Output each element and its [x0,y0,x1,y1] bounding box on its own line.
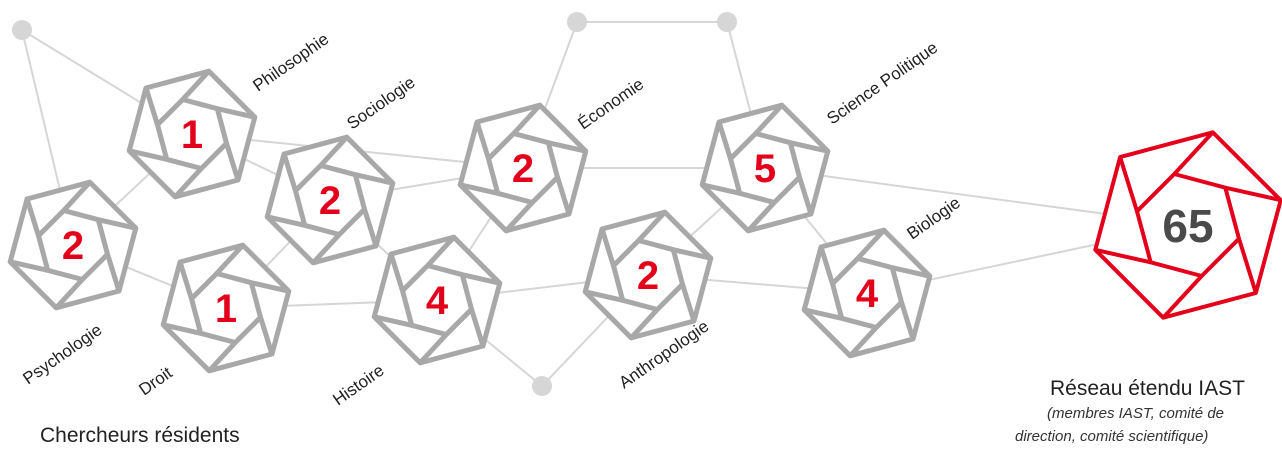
node-anthro-edge [636,210,667,243]
node-anthro-edge [599,228,616,267]
network-title: Réseau étendu IAST [1050,377,1245,400]
node-histoire-edge [469,308,486,347]
node-sciencepo-edge [753,103,784,136]
node-sciencepo-edge [716,121,733,160]
node-philo [126,68,258,200]
node-droit-edge [214,243,245,276]
node-economie-edge [511,103,542,136]
node-biologie-edge [899,301,916,340]
node-philo-edge [173,166,204,199]
network-count: 65 [1162,200,1213,252]
count-histoire: 4 [426,279,449,323]
network-subtitle-line1: (membres IAST, comité de [1047,405,1224,422]
label-philo: Philosophie [249,29,332,95]
node-economie-edge [555,176,572,215]
node-philo-edge [143,87,160,126]
network-dot-t2 [717,12,737,32]
network-dots [12,12,737,396]
node-anthro [582,209,714,341]
node-sciencepo [699,102,831,234]
node-psycho-edge [54,277,85,310]
node-economie-edge [504,200,535,233]
node-psycho-edge [24,198,41,237]
node-philo-edge [224,142,241,181]
network-polytope-edge [1224,185,1282,203]
node-sciencepo-edge [789,140,829,154]
node-philo-edge [128,148,168,162]
network-polytope-edge [1094,247,1152,265]
node-socio-edge [354,172,394,186]
label-droit: Droit [135,363,176,399]
node-philo-edge [180,69,211,102]
node-socio-edge [318,135,349,168]
node-psycho-edge [105,253,122,292]
node-psycho-edge [97,217,137,231]
count-socio: 2 [319,179,341,223]
count-psycho: 2 [62,224,84,268]
node-sciencepo-edge [746,200,777,233]
node-psycho [7,179,139,311]
node-socio-edge [311,232,342,265]
node-socio-edge [362,208,379,247]
node-histoire-edge [418,332,449,365]
node-psycho-edge [9,259,49,273]
node-psycho-edge [61,180,92,213]
node-sciencepo-edge [701,182,741,196]
node-economie-edge [547,140,587,154]
network-polytope-edge [1118,156,1139,212]
count-sciencepo: 5 [754,147,776,191]
network-dot-b [532,376,552,396]
label-sciencepo: Science Politique [823,38,941,128]
network-polytope-edge [1161,274,1204,320]
node-biologie-edge [848,325,879,358]
count-biologie: 4 [856,272,879,316]
network-dot-tl [12,20,32,40]
count-philo: 1 [181,113,203,157]
node-histoire-edge [388,253,405,292]
node-biologie-edge [818,246,835,285]
label-socio: Sociologie [343,73,418,134]
network-dot-t1 [567,12,587,32]
label-psycho: Psychologie [19,320,105,388]
node-histoire-edge [461,272,501,286]
node-droit-edge [162,322,202,336]
residents-caption: Chercheurs résidents [40,424,240,447]
discipline-nodes: 1 2 2 1 4 2 2 5 4 65 [7,68,1282,374]
node-droit-edge [250,280,290,294]
count-anthro: 2 [637,254,659,298]
node-economie-edge [474,121,491,160]
node-droit-edge [177,261,194,300]
count-economie: 2 [512,147,534,191]
node-histoire-edge [373,314,413,328]
node-droit-edge [207,340,238,373]
count-droit: 1 [215,287,237,331]
node-economie-edge [459,182,499,196]
node-anthro-edge [680,283,697,322]
node-sciencepo-edge [797,176,814,215]
label-histoire: Histoire [329,361,387,410]
node-biologie-edge [891,265,931,279]
network-polytope-edge [1172,130,1215,176]
node-biologie [801,227,933,359]
network-polytope-edge [1237,238,1258,294]
network-subtitle-line2: direction, comité scientifique) [1015,428,1208,445]
node-anthro-edge [629,307,660,340]
label-biologie: Biologie [903,193,963,243]
node-histoire-edge [425,235,456,268]
node-histoire [371,234,503,366]
node-socio [264,134,396,266]
node-anthro-edge [584,289,624,303]
node-economie [457,102,589,234]
network-polytope [1093,130,1282,320]
node-droit [160,242,292,374]
node-anthro-edge [672,247,712,261]
label-economie: Économie [574,74,647,133]
node-biologie-edge [855,228,886,261]
node-socio-edge [266,214,306,228]
node-philo-edge [216,106,256,120]
node-socio-edge [281,153,298,192]
node-biologie-edge [803,307,843,321]
node-droit-edge [258,316,275,355]
